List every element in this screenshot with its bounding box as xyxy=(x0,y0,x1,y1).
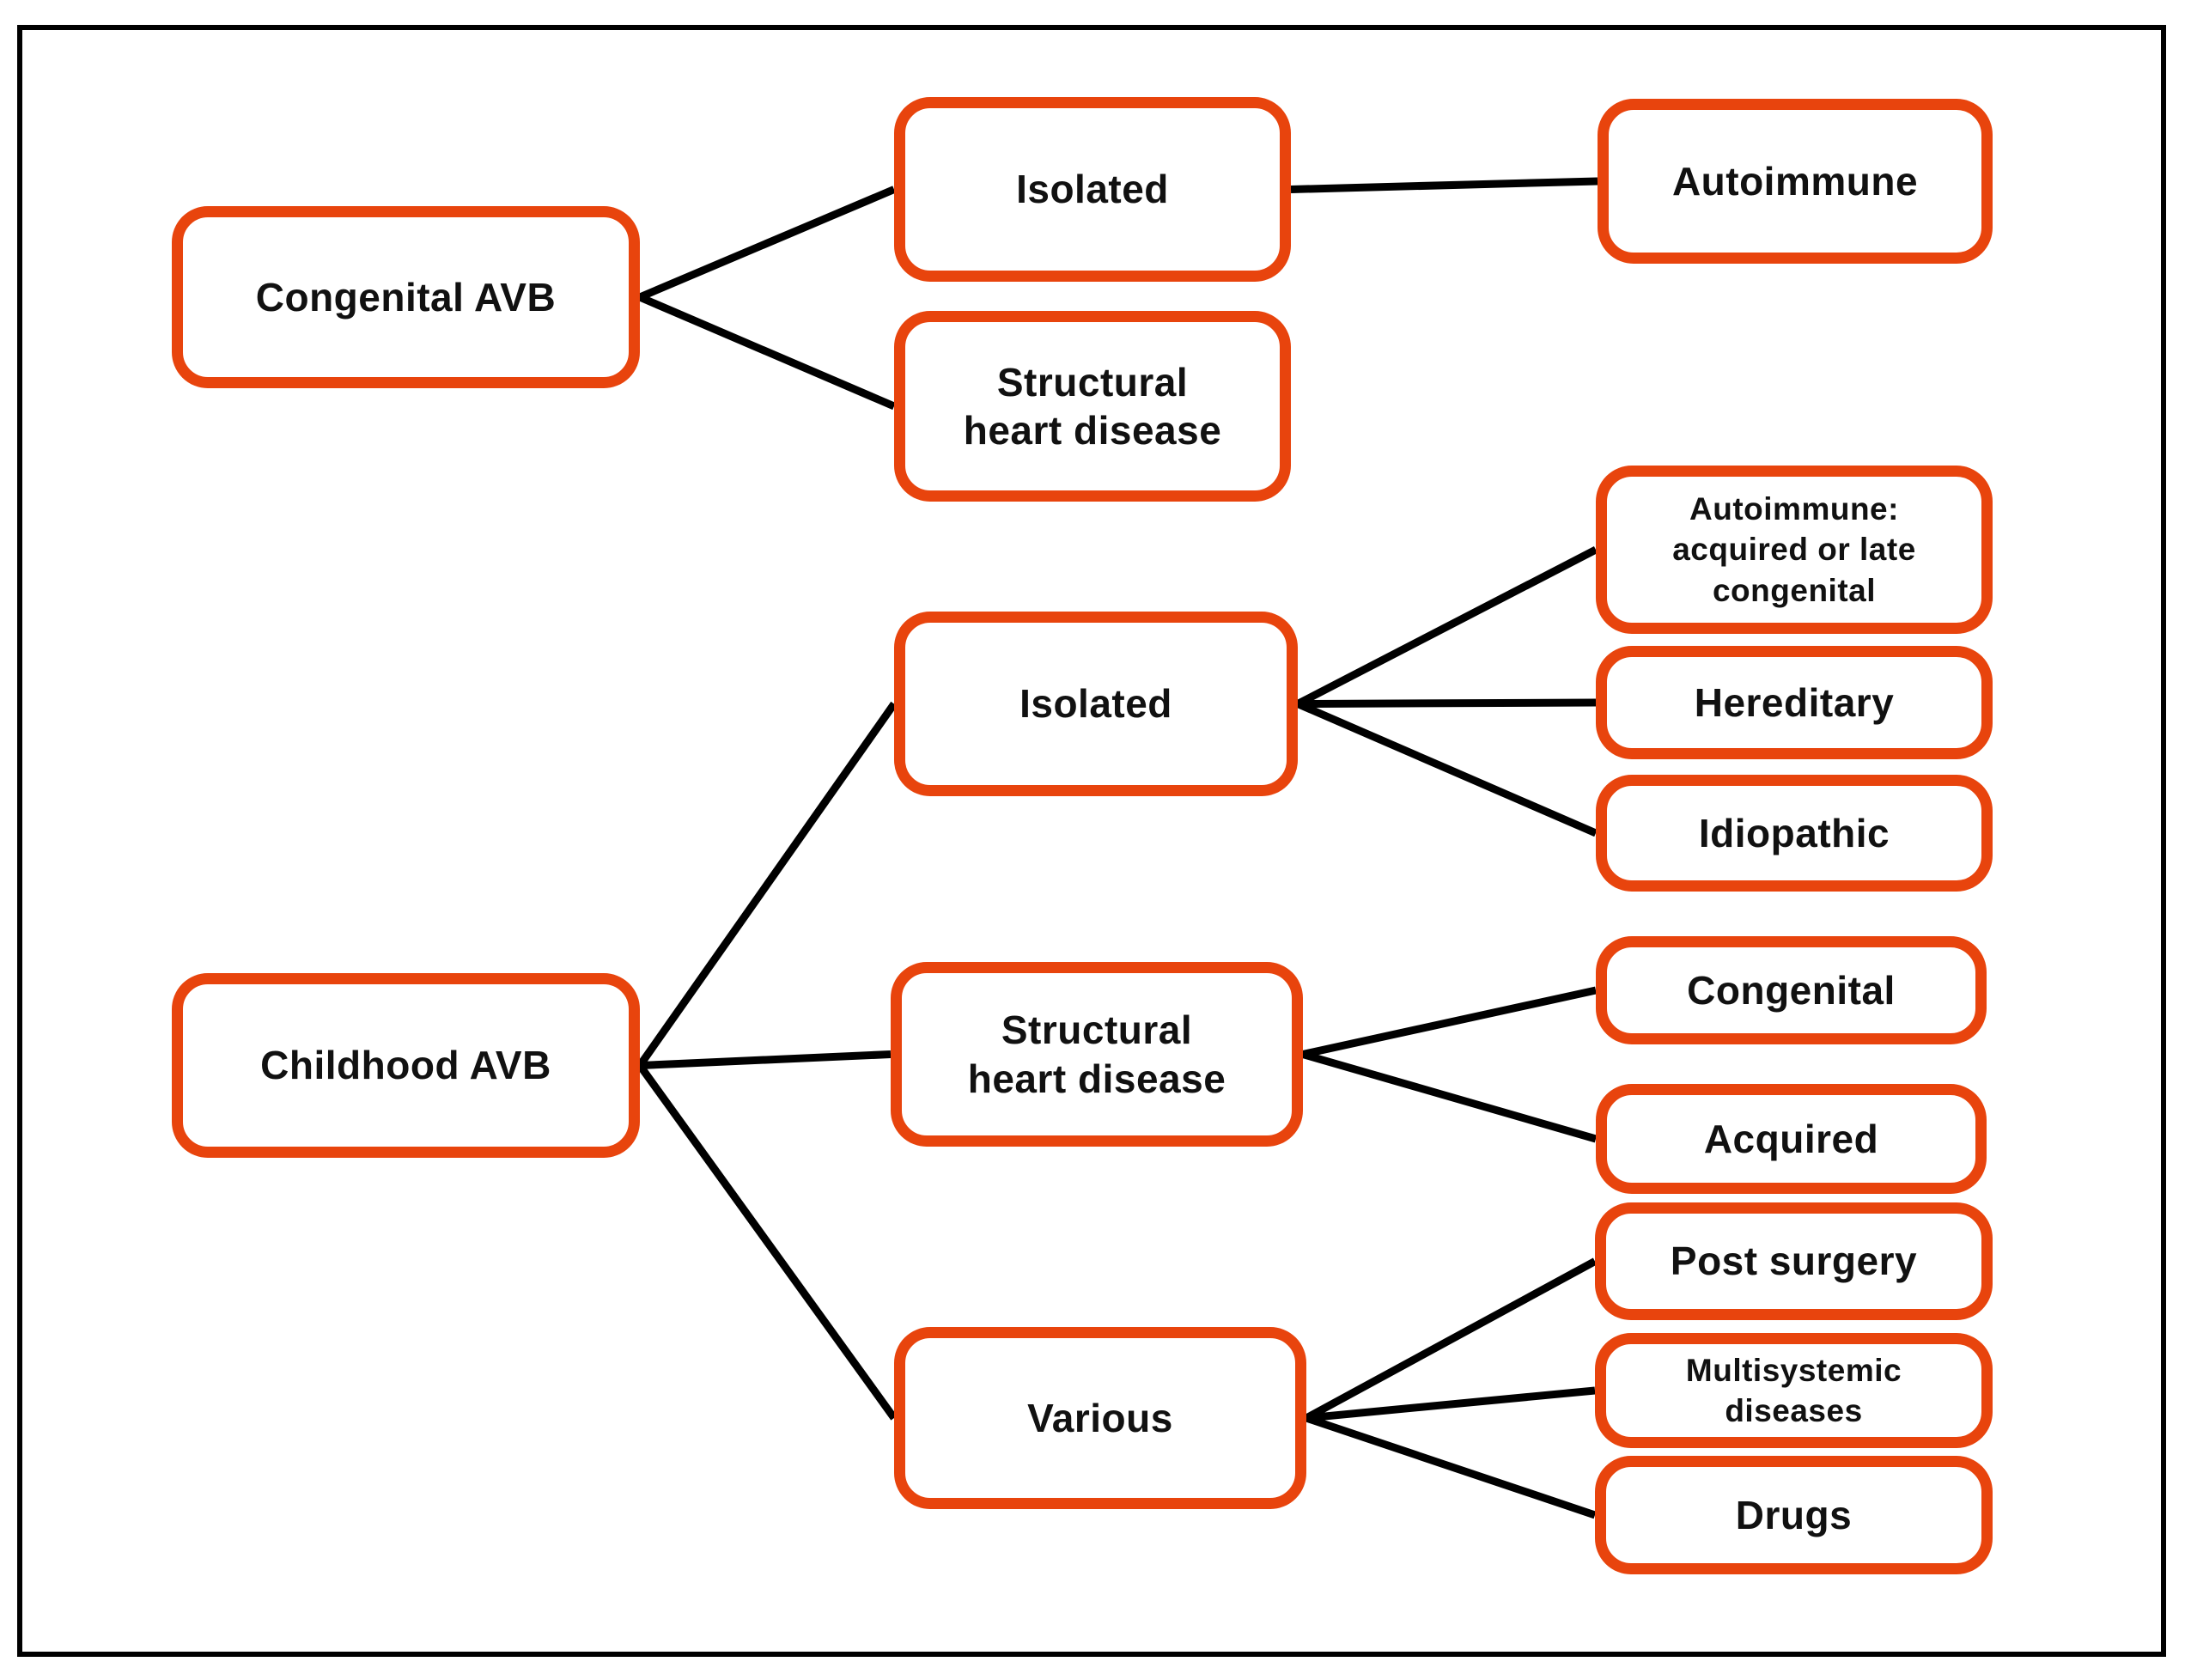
node-congenital-avb: Congenital AVB xyxy=(172,206,640,388)
node-various: Various xyxy=(894,1327,1306,1509)
node-label: Structural heart disease xyxy=(963,359,1222,453)
node-label: Drugs xyxy=(1735,1492,1853,1537)
node-multisystemic: Multisystemic diseases xyxy=(1595,1333,1993,1448)
edge-childhood-avb-to-various xyxy=(636,1062,898,1421)
node-structural-congenital: Structural heart disease xyxy=(894,311,1291,502)
node-congenital: Congenital xyxy=(1596,936,1987,1044)
edge-congenital-avb-to-structural-congenital xyxy=(638,293,896,411)
edge-structural-childhood-to-congenital xyxy=(1302,986,1597,1058)
node-label: Various xyxy=(1027,1395,1173,1440)
node-label: Childhood AVB xyxy=(260,1043,551,1088)
outer-frame xyxy=(17,25,2166,1657)
edge-various-to-multisystemic xyxy=(1305,1386,1596,1422)
node-label: Congenital xyxy=(1687,967,1896,1013)
edge-isolated-childhood-to-autoimmune-acquired xyxy=(1295,546,1598,708)
node-label: Autoimmune: acquired or late congenital xyxy=(1672,490,1916,608)
node-label: Isolated xyxy=(1019,681,1172,727)
node-hereditary: Hereditary xyxy=(1596,646,1993,759)
node-label: Acquired xyxy=(1703,1116,1879,1161)
node-label: Hereditary xyxy=(1694,679,1895,725)
node-label: Isolated xyxy=(1016,167,1169,212)
node-childhood-avb: Childhood AVB xyxy=(172,973,640,1158)
node-autoimmune: Autoimmune xyxy=(1598,99,1993,264)
node-isolated-congenital: Isolated xyxy=(894,97,1291,282)
edge-childhood-avb-to-isolated-childhood xyxy=(636,701,898,1068)
edge-childhood-avb-to-structural-childhood xyxy=(639,1050,892,1069)
node-structural-childhood: Structural heart disease xyxy=(891,962,1303,1147)
node-label: Congenital AVB xyxy=(255,274,557,320)
edge-congenital-avb-to-isolated-congenital xyxy=(638,186,896,301)
edge-various-to-post-surgery xyxy=(1304,1257,1598,1421)
edge-structural-childhood-to-acquired xyxy=(1301,1050,1598,1143)
node-label: Multisystemic diseases xyxy=(1685,1352,1902,1428)
node-idiopathic: Idiopathic xyxy=(1596,775,1993,892)
node-label: Post surgery xyxy=(1670,1239,1918,1284)
node-isolated-childhood: Isolated xyxy=(894,612,1298,796)
edge-isolated-childhood-to-idiopathic xyxy=(1296,700,1598,837)
node-label: Autoimmune xyxy=(1671,158,1919,204)
node-autoimmune-acquired: Autoimmune: acquired or late congenital xyxy=(1596,466,1993,634)
node-label: Idiopathic xyxy=(1698,810,1890,855)
node-acquired: Acquired xyxy=(1596,1084,1987,1194)
edge-isolated-congenital-to-autoimmune xyxy=(1290,177,1598,193)
node-post-surgery: Post surgery xyxy=(1595,1202,1993,1320)
edge-various-to-drugs xyxy=(1305,1414,1597,1519)
edge-isolated-childhood-to-hereditary xyxy=(1297,698,1597,708)
node-drugs: Drugs xyxy=(1595,1456,1993,1574)
node-label: Structural heart disease xyxy=(967,1007,1226,1101)
